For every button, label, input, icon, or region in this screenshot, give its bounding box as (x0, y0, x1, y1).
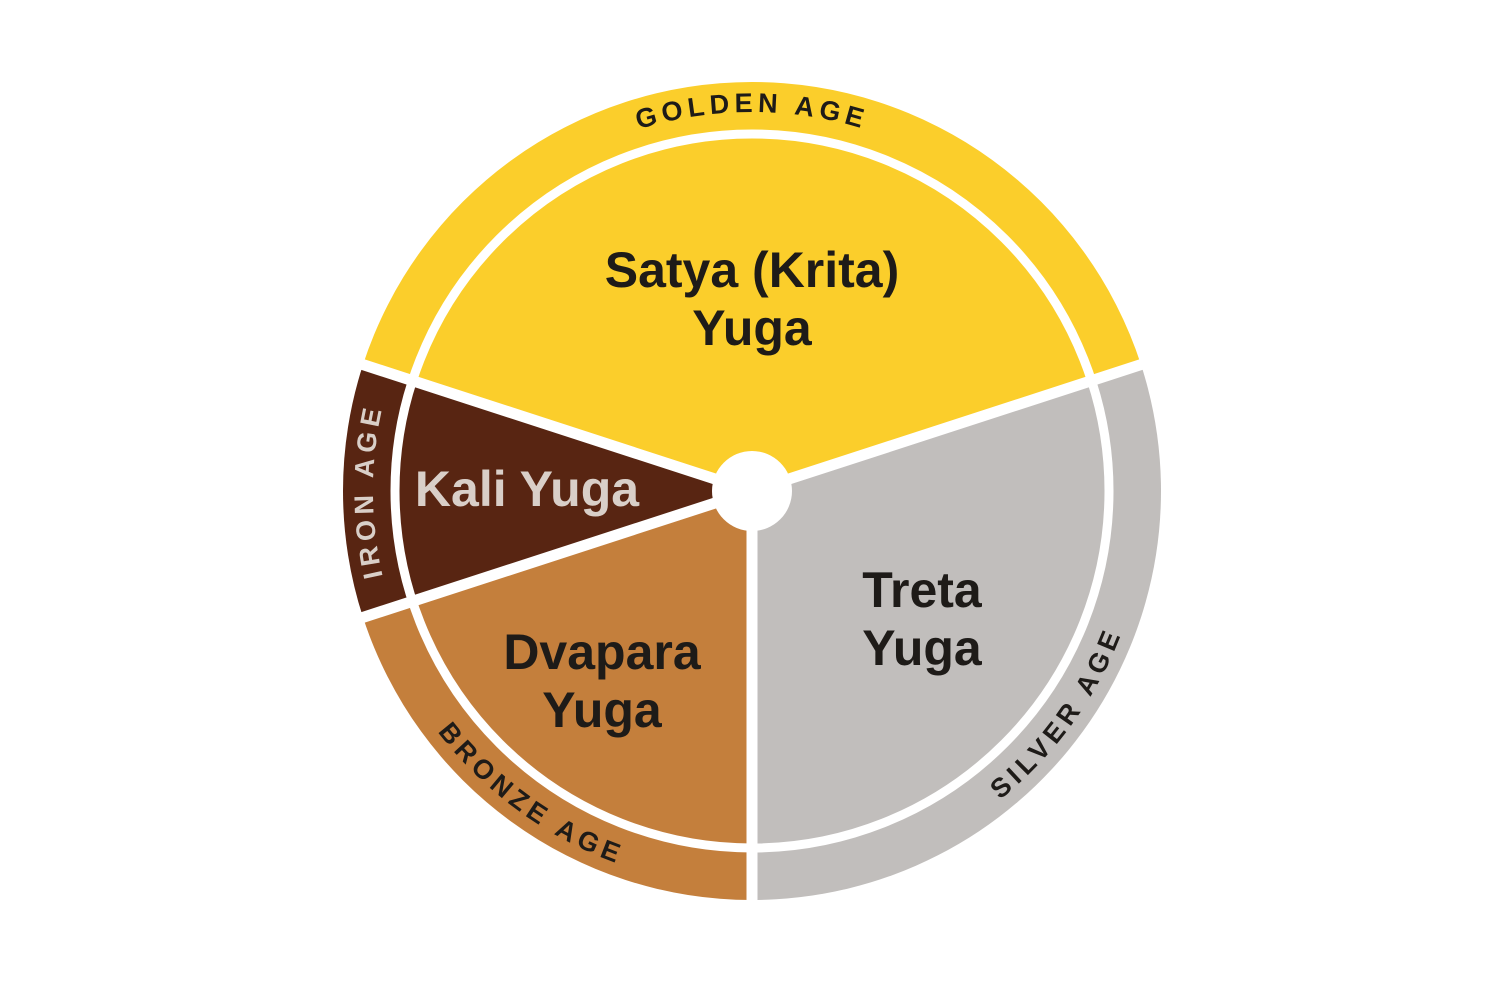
segment-divider (750, 358, 1147, 497)
center-hub (712, 451, 792, 531)
label-satya: Satya (Krita)Yuga (605, 242, 900, 356)
wedge-kali (343, 364, 752, 618)
segment-divider (357, 485, 754, 624)
band-label-kali: IRON AGE (349, 401, 389, 582)
segment-divider (357, 358, 754, 497)
wedge-dvapara (363, 491, 752, 900)
label-kali: Kali Yuga (415, 461, 640, 517)
wedge-satya (363, 82, 1141, 492)
wedge-treta (752, 364, 1161, 900)
